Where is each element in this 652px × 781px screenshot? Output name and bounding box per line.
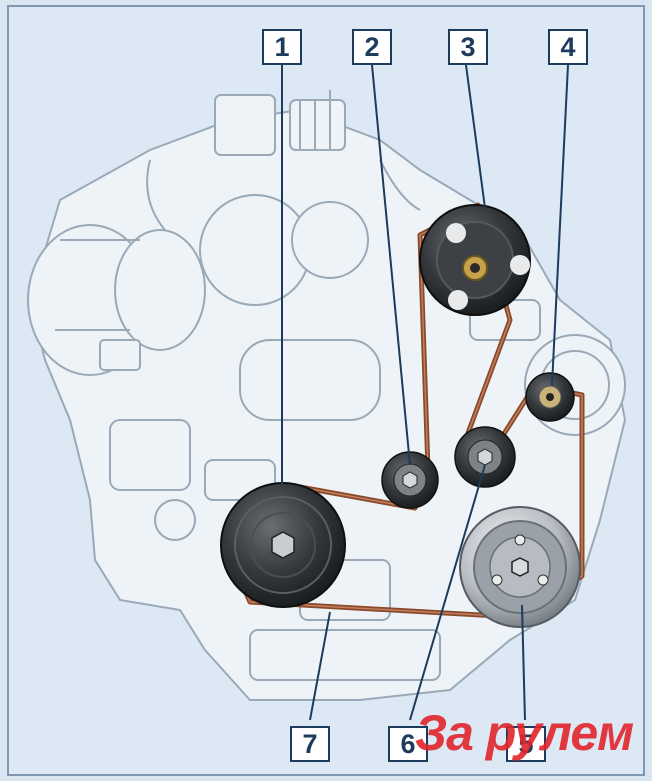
leader-line-6 — [409, 464, 486, 721]
callout-label-7: 7 — [290, 726, 330, 762]
callout-label-6: 6 — [388, 726, 428, 762]
alternator-pulley — [525, 372, 575, 422]
leader-line-4 — [551, 64, 569, 386]
leader-line-2 — [371, 64, 411, 466]
callout-label-3: 3 — [448, 29, 488, 65]
crankshaft-pulley — [220, 482, 346, 608]
publisher-watermark: За рулем — [415, 705, 634, 761]
callout-label-4: 4 — [548, 29, 588, 65]
idler-roller — [454, 426, 516, 488]
callout-label-5: 5 — [506, 726, 546, 762]
leader-line-3 — [465, 64, 486, 209]
leader-lines — [281, 64, 569, 721]
callout-label-1: 1 — [262, 29, 302, 65]
power-steering-pump-pulley — [419, 204, 531, 316]
leader-line-7 — [309, 611, 331, 721]
leader-line-5 — [521, 604, 526, 721]
ac-compressor-pulley — [459, 506, 581, 628]
callout-label-2: 2 — [352, 29, 392, 65]
tensioner-roller — [381, 451, 439, 509]
